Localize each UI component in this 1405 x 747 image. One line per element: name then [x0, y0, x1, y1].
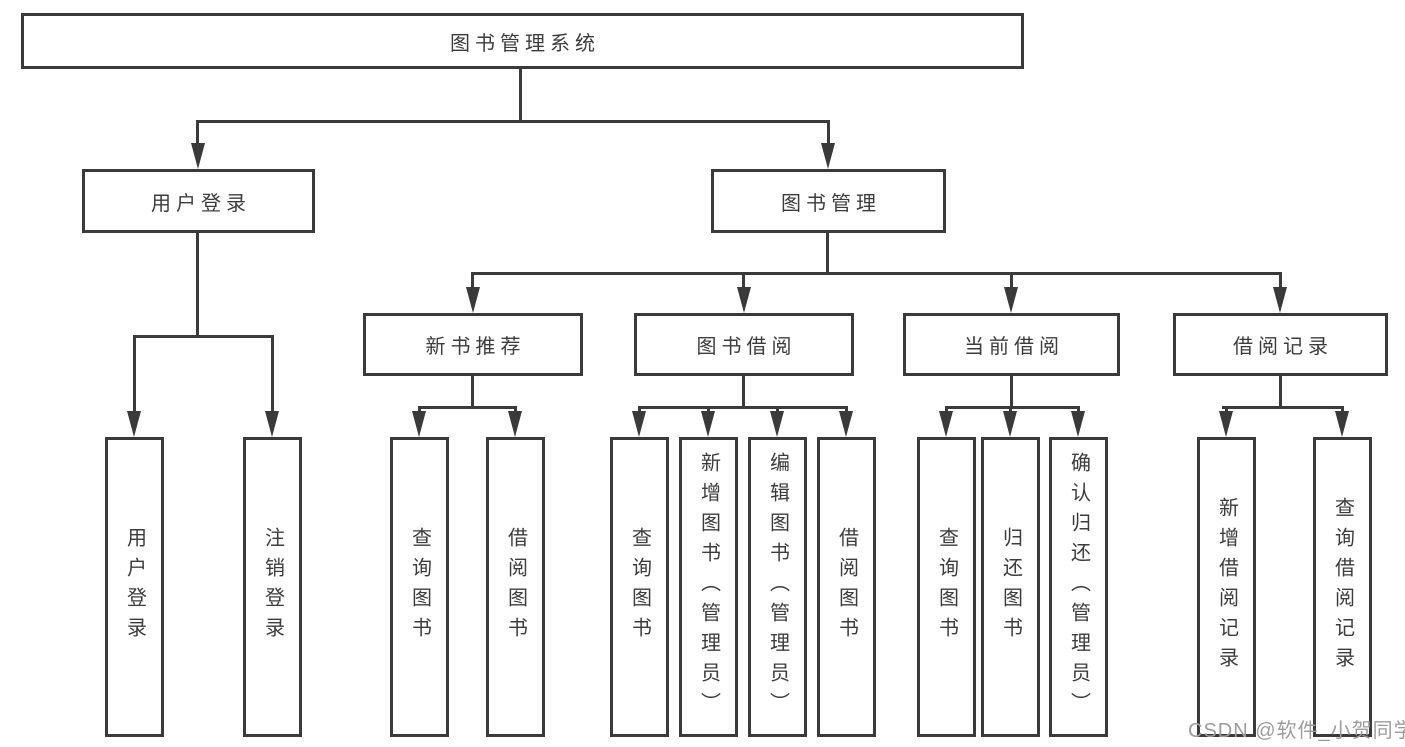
connector-line — [133, 335, 136, 415]
connector-line — [471, 375, 474, 409]
leaf-user-login-label: 用户登录 — [123, 527, 146, 647]
arrow-down-icon — [191, 143, 205, 169]
arrow-down-icon — [632, 411, 646, 437]
arrow-down-icon — [1071, 411, 1085, 437]
leaf-query-borrow-record-label: 查询借阅记录 — [1331, 497, 1354, 677]
node-book-borrow-label: 图书借阅 — [696, 336, 797, 358]
leaf-query-books-current-label: 查询图书 — [935, 527, 958, 647]
connector-line — [945, 406, 948, 415]
leaf-borrow-books-recommend-label: 借阅图书 — [504, 527, 527, 647]
arrow-down-icon — [127, 411, 141, 437]
leaf-borrow-books-label: 借阅图书 — [835, 527, 858, 647]
leaf-add-borrow-record-label: 新增借阅记录 — [1215, 497, 1238, 677]
connector-line — [418, 406, 517, 409]
connector-line — [1279, 272, 1282, 291]
connector-line — [742, 272, 745, 291]
arrow-down-icon — [839, 411, 853, 437]
arrow-down-icon — [265, 411, 279, 437]
leaf-edit-books-admin-label: 编辑图书（管理员） — [766, 452, 789, 722]
arrow-down-icon — [466, 287, 480, 313]
connector-line — [1222, 406, 1343, 409]
leaf-logout-label: 注销登录 — [261, 527, 284, 647]
arrow-down-icon — [1003, 411, 1017, 437]
node-user-login: 用户登录 — [82, 169, 315, 233]
leaf-query-borrow-record: 查询借阅记录 — [1313, 437, 1372, 737]
watermark: CSDN @软件_小贺同学 — [1188, 720, 1405, 742]
connector-line — [471, 272, 474, 291]
connector-line — [519, 68, 522, 122]
node-new-book-recommend-label: 新书推荐 — [425, 336, 526, 358]
arrow-down-icon — [770, 411, 784, 437]
node-user-login-label: 用户登录 — [151, 192, 251, 215]
connector-line — [133, 335, 274, 338]
leaf-query-books-borrow-label: 查询图书 — [628, 527, 651, 647]
connector-line — [845, 406, 848, 415]
arrow-down-icon — [508, 411, 522, 437]
leaf-query-books-recommend: 查询图书 — [390, 437, 449, 737]
node-root: 图书管理系统 — [21, 13, 1024, 69]
connector-line — [196, 232, 199, 337]
leaf-return-books-label: 归还图书 — [999, 527, 1022, 647]
connector-line — [1010, 272, 1013, 291]
connector-line — [827, 120, 830, 148]
node-book-borrow: 图书借阅 — [634, 313, 854, 376]
connector-line — [742, 375, 745, 409]
node-borrow-records: 借阅记录 — [1173, 313, 1388, 376]
arrow-down-icon — [737, 287, 751, 313]
node-root-label: 图书管理系统 — [450, 32, 600, 55]
arrow-down-icon — [1219, 411, 1233, 437]
arrow-down-icon — [701, 411, 715, 437]
connector-line — [638, 406, 848, 409]
connector-line — [707, 406, 710, 415]
connector-line — [196, 120, 199, 148]
leaf-confirm-return-admin: 确认归还（管理员） — [1049, 437, 1108, 737]
node-book-management-label: 图书管理 — [781, 192, 881, 215]
connector-line — [418, 406, 421, 415]
node-current-borrow-label: 当前借阅 — [964, 336, 1064, 358]
leaf-add-borrow-record: 新增借阅记录 — [1197, 437, 1256, 737]
arrow-down-icon — [1273, 287, 1287, 313]
leaf-query-books-current: 查询图书 — [917, 437, 976, 737]
connector-line — [1225, 406, 1228, 415]
node-new-book-recommend: 新书推荐 — [363, 313, 583, 376]
leaf-borrow-books: 借阅图书 — [817, 437, 876, 737]
arrow-down-icon — [1335, 411, 1349, 437]
node-current-borrow: 当前借阅 — [903, 313, 1120, 376]
leaf-query-books-borrow: 查询图书 — [610, 437, 669, 737]
leaf-user-login: 用户登录 — [105, 437, 164, 737]
connector-line — [1279, 375, 1282, 409]
connector-line — [514, 406, 517, 415]
leaf-edit-books-admin: 编辑图书（管理员） — [748, 437, 807, 737]
node-book-management: 图书管理 — [711, 169, 946, 233]
connector-line — [945, 406, 1080, 409]
connector-line — [776, 406, 779, 415]
arrow-down-icon — [821, 143, 835, 169]
arrow-down-icon — [1004, 287, 1018, 313]
connector-line — [1077, 406, 1080, 415]
leaf-borrow-books-recommend: 借阅图书 — [486, 437, 545, 737]
connector-line — [271, 335, 274, 415]
leaf-add-books-admin: 新增图书（管理员） — [679, 437, 738, 737]
connector-line — [1009, 406, 1012, 415]
leaf-add-books-admin-label: 新增图书（管理员） — [697, 452, 720, 722]
connector-line — [1010, 375, 1013, 409]
connector-line — [471, 272, 1281, 275]
leaf-confirm-return-admin-label: 确认归还（管理员） — [1067, 452, 1090, 722]
connector-line — [638, 406, 641, 415]
leaf-query-books-recommend-label: 查询图书 — [408, 527, 431, 647]
connector-line — [1341, 406, 1344, 415]
arrow-down-icon — [939, 411, 953, 437]
arrow-down-icon — [412, 411, 426, 437]
node-borrow-records-label: 借阅记录 — [1233, 336, 1333, 358]
leaf-logout: 注销登录 — [243, 437, 302, 737]
leaf-return-books: 归还图书 — [981, 437, 1040, 737]
connector-line — [196, 120, 830, 123]
connector-line — [826, 232, 829, 275]
